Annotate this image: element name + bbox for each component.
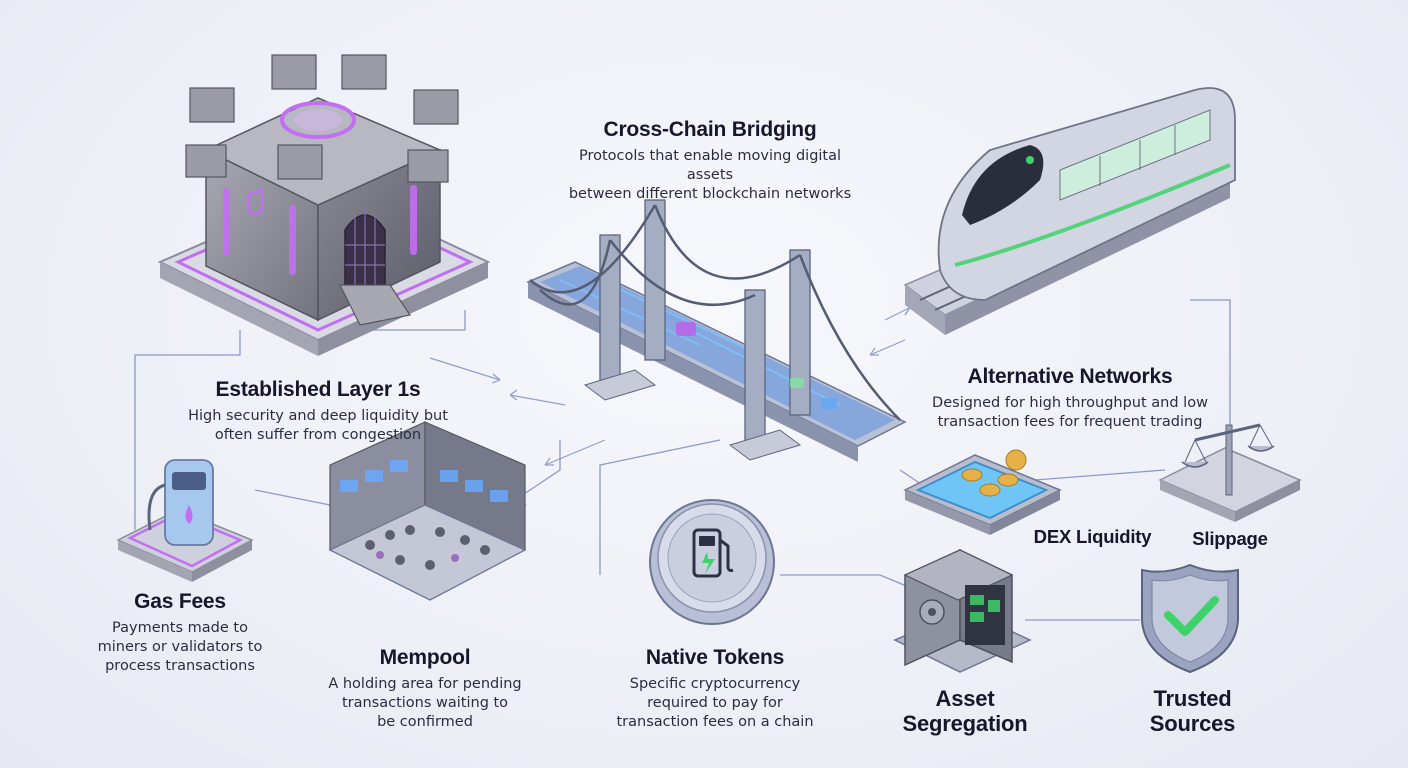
- asset-segregation-label: Asset Segregation: [880, 686, 1050, 737]
- gas-fees-label: Gas Fees Payments made to miners or vali…: [80, 590, 280, 676]
- alternative-networks-label: Alternative Networks Designed for high t…: [920, 365, 1220, 432]
- cross-chain-bridging-title: Cross-Chain Bridging: [603, 118, 817, 141]
- gas-fees-description: Payments made to miners or validators to…: [97, 620, 263, 674]
- dex-liquidity-label: DEX Liquidity: [1020, 526, 1165, 547]
- dex-liquidity-title: DEX Liquidity: [1033, 526, 1152, 547]
- established-layer1s-label: Established Layer 1s High security and d…: [168, 378, 468, 445]
- cross-chain-bridging-label: Cross-Chain Bridging Protocols that enab…: [560, 118, 860, 204]
- mempool-title: Mempool: [379, 646, 471, 669]
- trusted-sources-title: Trusted Sources: [1149, 686, 1236, 737]
- alternative-networks-title: Alternative Networks: [967, 365, 1173, 388]
- mempool-label: Mempool A holding area for pending trans…: [305, 646, 545, 732]
- gas-fees-title: Gas Fees: [134, 590, 226, 613]
- native-tokens-title: Native Tokens: [645, 646, 785, 669]
- trusted-sources-label: Trusted Sources: [1110, 686, 1275, 737]
- alternative-networks-description: Designed for high throughput and low tra…: [932, 395, 1208, 430]
- asset-segregation-title: Asset Segregation: [902, 686, 1028, 737]
- cross-chain-bridging-description: Protocols that enable moving digital ass…: [568, 148, 852, 202]
- native-tokens-description: Specific cryptocurrency required to pay …: [616, 676, 814, 730]
- slippage-title: Slippage: [1192, 528, 1268, 549]
- established-layer1s-description: High security and deep liquidity but oft…: [188, 408, 448, 443]
- mempool-description: A holding area for pending transactions …: [328, 676, 522, 730]
- slippage-label: Slippage: [1175, 528, 1285, 549]
- established-layer1s-title: Established Layer 1s: [215, 378, 421, 401]
- native-tokens-label: Native Tokens Specific cryptocurrency re…: [590, 646, 840, 732]
